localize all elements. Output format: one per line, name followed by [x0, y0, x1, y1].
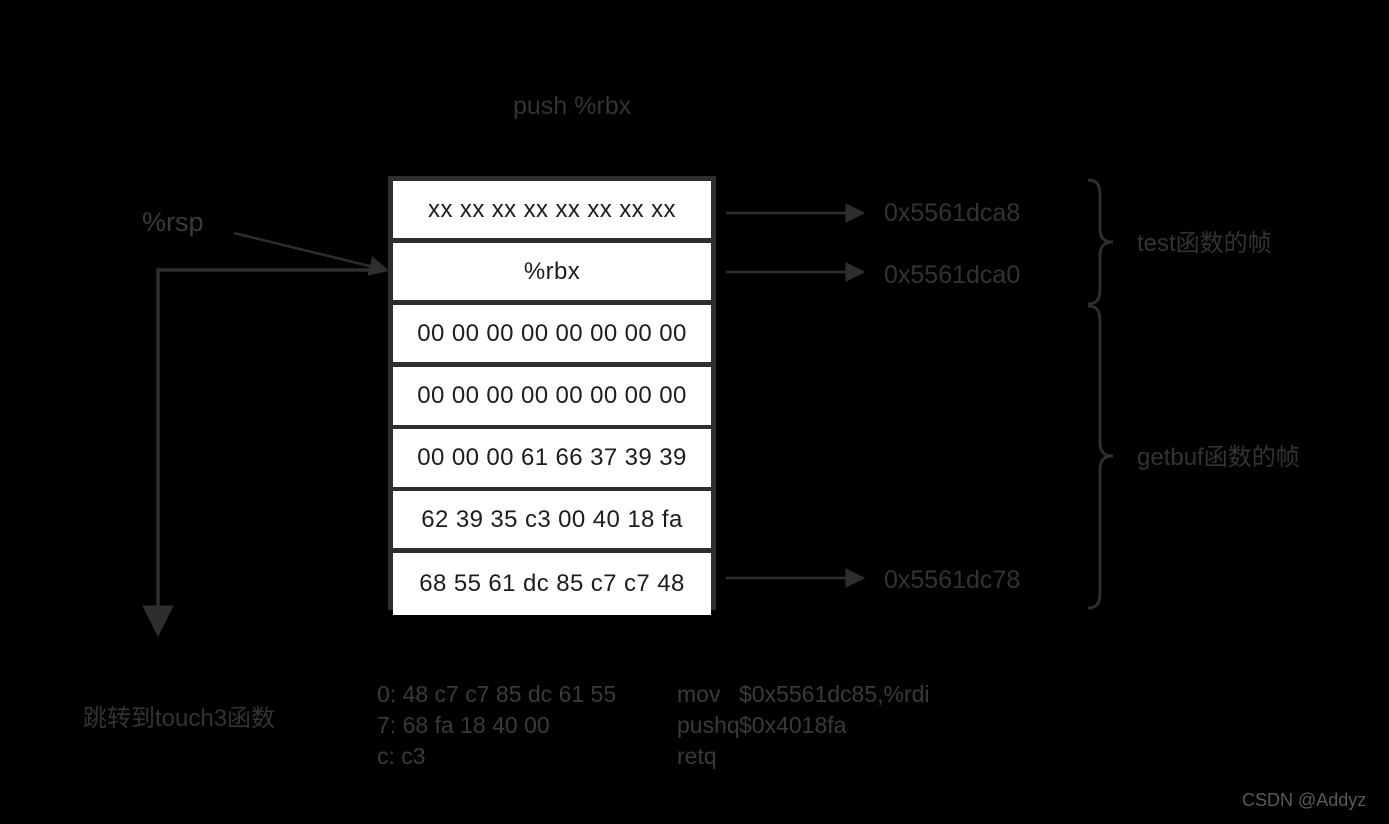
assembly-mnemonic: pushq: [677, 712, 740, 738]
address-label-bottom: 0x5561dc78: [884, 566, 1021, 594]
stack-cell-value: 68 55 61 dc 85 c7 c7 48: [419, 570, 685, 597]
stack-cell-value: 00 00 00 61 66 37 39 39: [417, 444, 687, 471]
arrow-rsp-pointer: [233, 231, 390, 276]
assembly-row: 0: 48 c7 c7 85 dc 61 55 mov $0x5561dc85,…: [377, 681, 1059, 712]
address-label-rbx: 0x5561dca0: [884, 261, 1021, 289]
stack-cell-5: 62 39 35 c3 00 40 18 fa: [393, 491, 711, 553]
stack-diagram-box: xx xx xx xx xx xx xx xx %rbx 00 00 00 00…: [388, 176, 716, 615]
stack-cell-3: 00 00 00 00 00 00 00 00: [393, 367, 711, 429]
assembly-mnemonic: mov: [677, 681, 721, 707]
csdn-watermark: CSDN @Addyz: [1242, 790, 1367, 810]
stack-cell-value: xx xx xx xx xx xx xx xx: [428, 195, 676, 223]
assembly-operands: $0x5561dc85,%rdi: [739, 681, 930, 707]
assembly-operands: $0x4018fa: [739, 712, 847, 738]
stack-cell-value: 00 00 00 00 00 00 00 00: [417, 382, 687, 409]
rsp-register-label: %rsp: [142, 207, 204, 237]
frame-label-test: test函数的帧: [1137, 230, 1272, 257]
stack-cell-value: 62 39 35 c3 00 40 18 fa: [421, 505, 683, 533]
address-label-top: 0x5561dca8: [884, 199, 1021, 227]
arrow-stack-growth: [142, 268, 386, 637]
stack-cell-4: 00 00 00 61 66 37 39 39: [393, 429, 711, 491]
stack-cell-6: 68 55 61 dc 85 c7 c7 48: [393, 553, 711, 615]
brace-test-frame: [1087, 178, 1114, 306]
push-instruction-caption: push %rbx: [513, 92, 632, 120]
brace-getbuf-frame: [1087, 304, 1114, 610]
assembly-listing: 0: 48 c7 c7 85 dc 61 55 mov $0x5561dc85,…: [377, 681, 1059, 774]
assembly-bytes: c: c3: [377, 743, 426, 769]
stack-cell-value: 00 00 00 00 00 00 00 00: [417, 319, 687, 347]
assembly-mnemonic: retq: [677, 743, 717, 769]
stack-cell-2: 00 00 00 00 00 00 00 00: [393, 305, 711, 367]
stack-cell-value: %rbx: [523, 257, 581, 285]
stack-cell-0: xx xx xx xx xx xx xx xx: [393, 181, 711, 243]
assembly-bytes: 0: 48 c7 c7 85 dc 61 55: [377, 681, 617, 707]
assembly-bytes: 7: 68 fa 18 40 00: [377, 712, 550, 738]
assembly-row: c: c3 retq: [377, 743, 1059, 774]
assembly-row: 7: 68 fa 18 40 00 pushq $0x4018fa: [377, 712, 1059, 743]
stack-cell-1: %rbx: [393, 243, 711, 305]
jump-to-touch3-label: 跳转到touch3函数: [83, 705, 276, 732]
frame-label-getbuf: getbuf函数的帧: [1137, 444, 1300, 471]
